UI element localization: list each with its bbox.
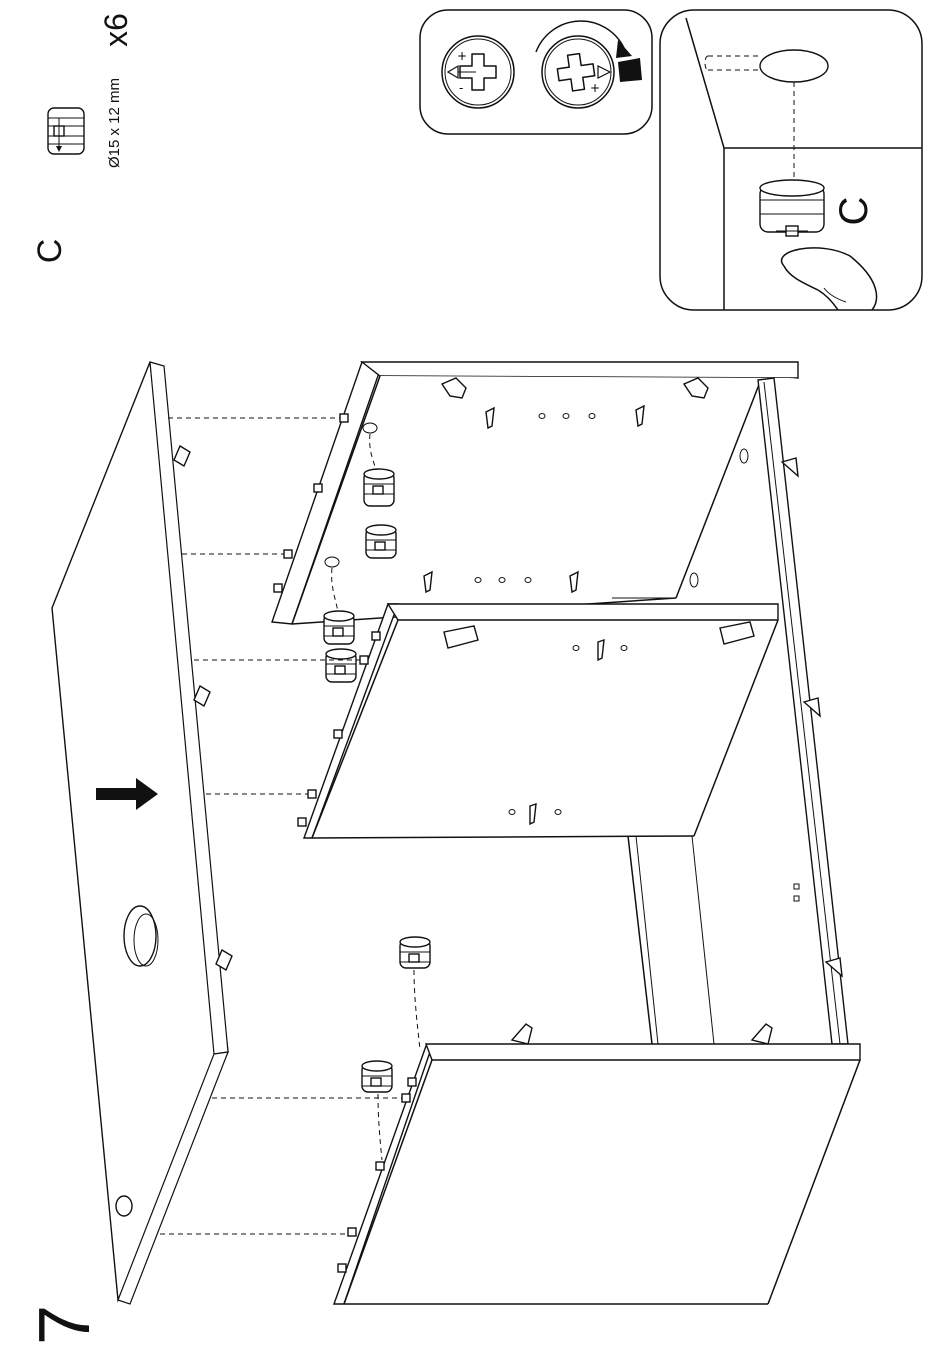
back-frame-rail (612, 378, 848, 1044)
cam-lock-fitting-icon (48, 108, 84, 154)
cam-insertion-detail-inset (660, 10, 922, 310)
part-size: Ø15 x 12 mm (104, 58, 126, 188)
cam-fittings (324, 423, 430, 1160)
rotation-detail-inset: + - + (420, 10, 652, 134)
cam-locked-icon: + (542, 36, 614, 108)
svg-text:+: + (590, 81, 600, 95)
part-letter: C (25, 221, 75, 281)
svg-text:+: + (457, 49, 467, 63)
screwdriver-icon (618, 58, 642, 82)
shelf-pins (475, 414, 595, 583)
step-number: 7 (30, 1280, 100, 1370)
part-quantity: x6 (96, 2, 136, 58)
top-panel (52, 362, 232, 1304)
cam-unlocked-icon: + - (442, 36, 514, 108)
right-side-panel (334, 1024, 860, 1304)
detail-part-letter: C (829, 181, 879, 241)
svg-text:-: - (459, 81, 463, 95)
left-side-panel (272, 362, 798, 624)
